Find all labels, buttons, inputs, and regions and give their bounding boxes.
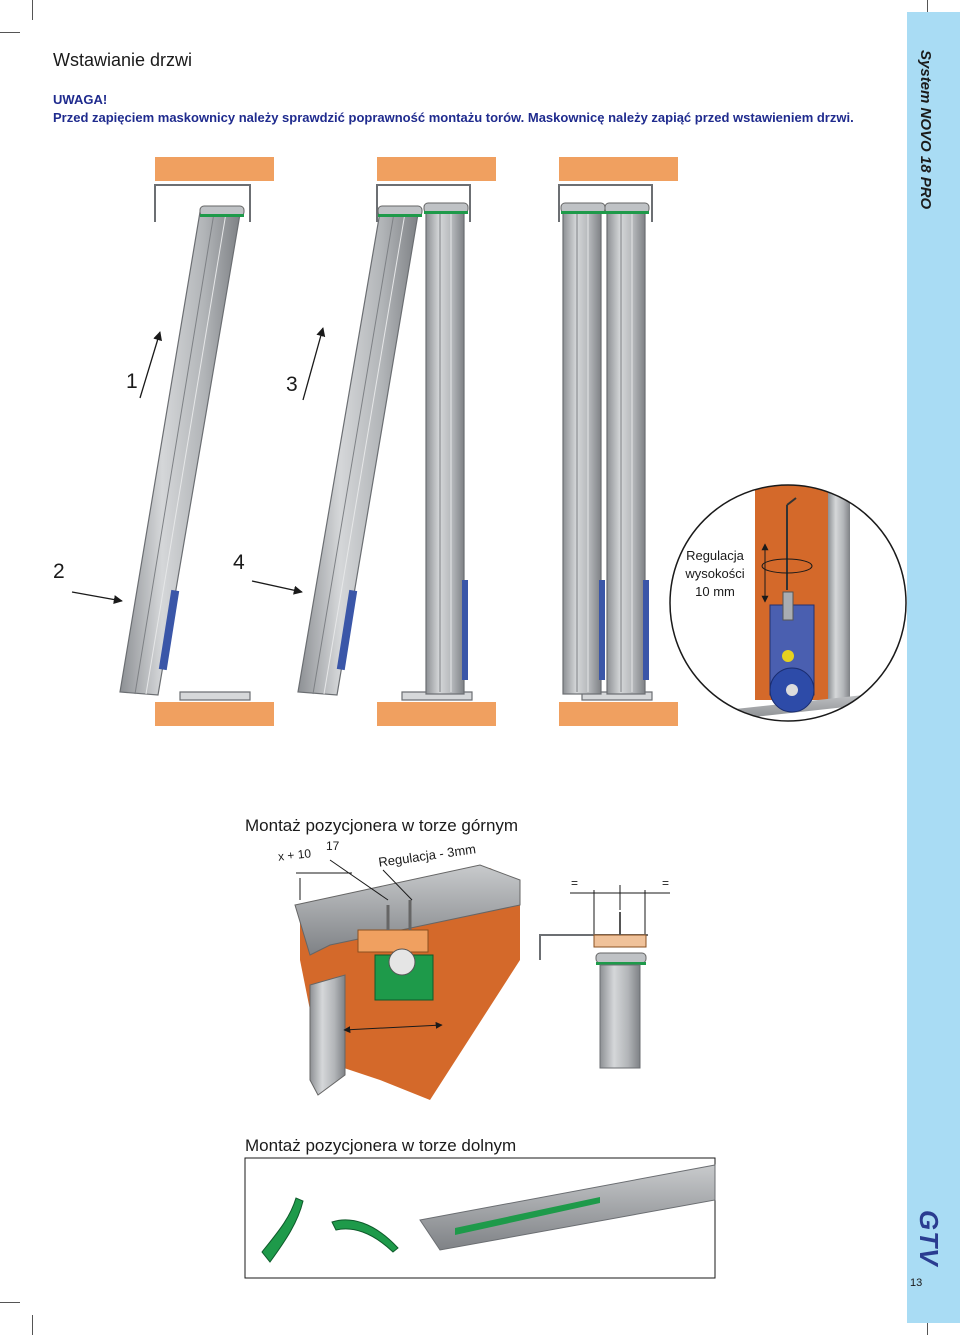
warning-title: UWAGA! [53, 92, 108, 107]
step-number: 3 [286, 373, 298, 396]
warning-text: Przed zapięciem maskownicy należy sprawd… [53, 110, 854, 125]
equal-mark: = [571, 876, 579, 890]
top-beams [155, 157, 678, 181]
bottom-track-detail [244, 1157, 716, 1279]
step-number: 1 [126, 370, 138, 393]
arrow-icon [71, 327, 326, 605]
step-number: 2 [53, 560, 65, 583]
equal-mark: = [662, 876, 670, 890]
door-panel-straight-3b [604, 202, 650, 695]
top-track-title: Montaż pozycjonera w torze górnym [245, 816, 519, 835]
bottom-beams [155, 702, 678, 726]
door-panel-straight-2 [423, 202, 469, 695]
dimension-17: 17 [326, 839, 340, 853]
side-band [907, 12, 960, 1323]
top-track-section-view [539, 885, 670, 1069]
hex-key-icon [786, 497, 797, 590]
door-panel-straight-3a [560, 202, 606, 695]
door-panel-tilted-2 [297, 205, 423, 696]
bottom-track-title: Montaż pozycjonera w torze dolnym [245, 1136, 517, 1155]
step-number: 4 [233, 551, 245, 574]
top-track-detail [294, 859, 521, 1100]
page-number: 13 [910, 1277, 923, 1289]
door-panel-tilted-1 [119, 205, 245, 696]
page-title: Wstawianie drzwi [53, 50, 193, 70]
height-adjust-detail [669, 484, 907, 722]
